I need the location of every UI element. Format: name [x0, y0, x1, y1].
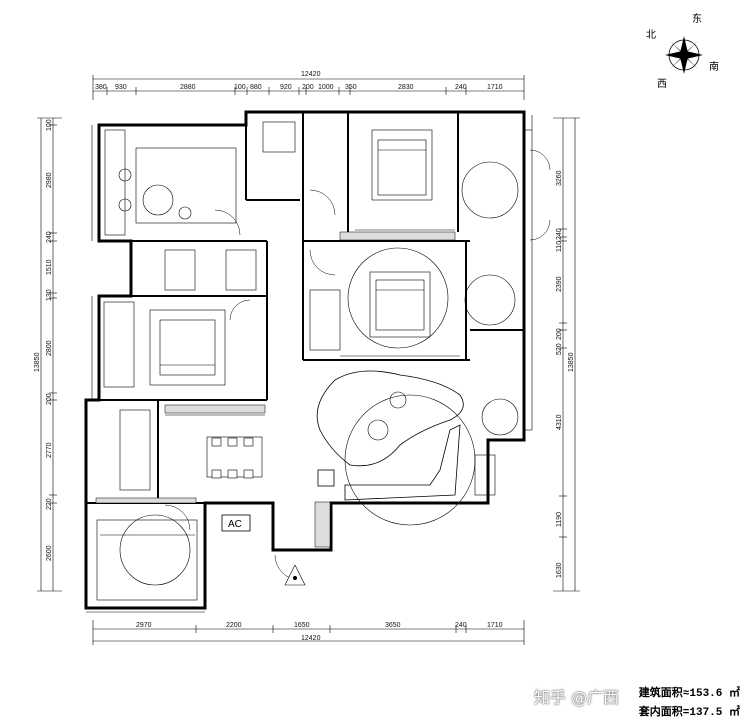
top-seg-6: 920 [280, 84, 292, 91]
left-seg-4: 1510 [46, 259, 53, 275]
compass-north-label: 北 [646, 29, 656, 41]
dining-chairs [211, 437, 254, 479]
left-seg-1: 100 [46, 119, 53, 131]
right-dimensions [553, 117, 580, 592]
top-seg-7: 200 [302, 84, 314, 91]
bottom-total-dimension: 12420 [301, 635, 321, 642]
compass-east-label: 东 [692, 12, 702, 25]
top-seg-5: 880 [250, 84, 262, 91]
left-dimensions [37, 117, 62, 592]
left-seg-3: 240 [46, 231, 53, 243]
right-seg-5: 200 [556, 328, 563, 340]
top-seg-4: 100 [234, 84, 246, 91]
left-seg-9: 220 [46, 498, 53, 510]
beds [159, 139, 427, 376]
top-total-dimension: 12420 [301, 71, 321, 78]
exterior-walls [84, 110, 526, 610]
compass-west-label: 西 [657, 79, 667, 90]
bottom-dimensions [92, 620, 525, 645]
right-seg-8: 1190 [556, 512, 563, 527]
bottom-seg-1: 2970 [136, 622, 152, 629]
right-seg-9: 1630 [556, 562, 563, 578]
left-seg-8: 2770 [46, 442, 53, 458]
left-seg-6: 2800 [46, 340, 53, 356]
net-area-label: 套内面积=137.5 ㎡ [636, 703, 742, 719]
entrance-door [284, 564, 306, 586]
top-seg-10: 2830 [398, 84, 414, 91]
bottom-seg-6: 1710 [487, 622, 503, 629]
top-seg-9: 350 [345, 84, 357, 91]
top-dimensions [92, 75, 525, 100]
top-seg-1: 380 [95, 84, 107, 91]
ac-unit-box [221, 514, 251, 532]
top-seg-12: 1710 [487, 84, 503, 91]
right-total-dimension: 13850 [568, 352, 575, 372]
furniture-circles [118, 161, 519, 586]
left-seg-5: 130 [46, 289, 53, 301]
top-seg-8: 1000 [318, 84, 334, 91]
windows [86, 115, 533, 613]
gross-area-label: 建筑面积≈153.6 ㎡ [636, 684, 742, 700]
top-seg-11: 240 [455, 84, 467, 91]
interior-walls [86, 112, 524, 504]
right-seg-7: 4310 [556, 414, 563, 430]
right-seg-6: 520 [556, 343, 563, 355]
room-details [96, 121, 496, 601]
top-seg-3: 2880 [180, 84, 196, 91]
living-room-furniture [316, 370, 464, 501]
ac-label: AC [228, 519, 242, 530]
compass-south-label: 南 [709, 60, 719, 73]
right-seg-2: 240 [556, 228, 563, 240]
left-segment-labels: 100 2980 240 1510 130 2800 200 2770 220 … [46, 119, 53, 561]
left-total-dimension: 13850 [34, 352, 41, 372]
hatched-wall-segments [95, 231, 456, 548]
watermark-text: 知乎 @广西 [534, 688, 620, 707]
bottom-segment-labels: 2970 2200 1650 3650 240 1710 [136, 622, 503, 629]
bottom-seg-2: 2200 [226, 622, 242, 629]
right-seg-3: 110 [556, 241, 563, 252]
bottom-seg-3: 1650 [294, 622, 310, 629]
left-seg-2: 2980 [46, 172, 53, 188]
bottom-seg-4: 3650 [385, 622, 401, 629]
left-seg-7: 200 [46, 393, 53, 405]
right-seg-1: 3260 [556, 170, 563, 186]
right-segment-labels: 3260 240 110 2390 200 520 4310 1190 1630 [556, 170, 563, 578]
right-seg-4: 2390 [556, 276, 563, 292]
left-seg-10: 2600 [46, 545, 53, 561]
top-seg-2: 930 [115, 84, 127, 91]
top-segment-labels: 380 930 2880 100 880 920 200 1000 350 28… [95, 84, 503, 91]
compass-rose: 北 东 南 西 [646, 12, 719, 90]
bottom-seg-5: 240 [455, 622, 467, 629]
